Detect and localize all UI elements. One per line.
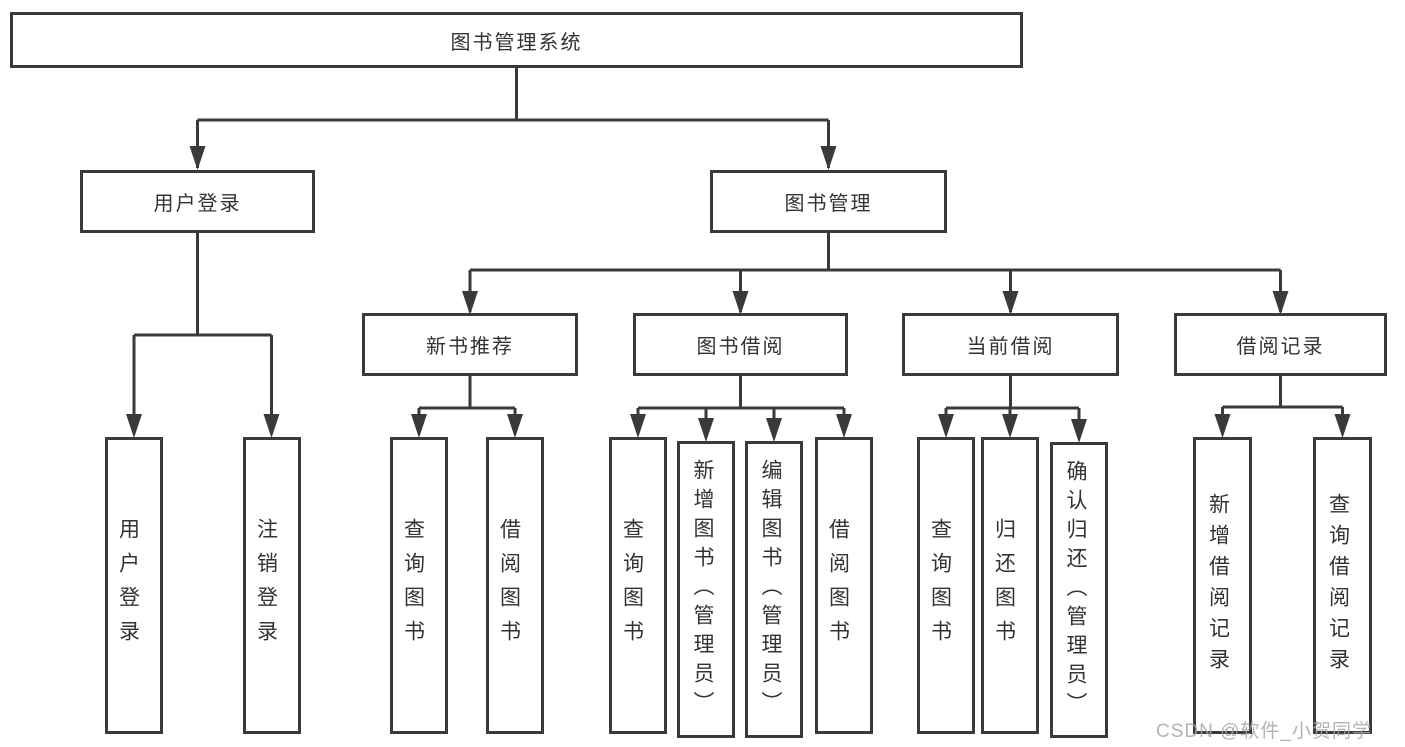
leaf-query-books-borrowing: 查询图书 [609,437,667,734]
tree-edges [132,68,1344,439]
arrow-down-icon [820,146,837,170]
arrow-down-icon [189,146,206,170]
node-label: 用户登录 [116,517,140,654]
leaf-add-borrow-record: 新增借阅记录 [1193,437,1252,734]
node-label: 新增图书（管理员） [691,459,714,720]
leaf-query-borrow-record: 查询借阅记录 [1313,437,1372,734]
node-label: 编辑图书（管理员） [759,459,782,720]
node-label: 图书管理系统 [450,31,583,54]
node-user-login: 用户登录 [80,170,315,233]
leaf-query-books-current: 查询图书 [917,437,975,734]
arrow-down-icon [698,418,714,442]
node-book-management: 图书管理 [710,170,947,233]
arrow-down-icon [938,414,954,438]
arrow-down-icon [836,414,852,438]
arrow-down-icon [732,291,749,315]
arrow-down-icon [507,414,523,438]
leaf-borrow-books-borrowing: 借阅图书 [815,437,873,734]
arrow-down-icon [1071,419,1087,443]
node-book-borrowing: 图书借阅 [633,313,848,376]
arrow-down-icon [766,418,782,442]
arrow-down-icon [263,414,280,438]
node-label: 新增借阅记录 [1206,492,1230,679]
node-label: 归还图书 [992,517,1016,654]
node-label: 借阅记录 [1236,336,1325,358]
node-label: 用户登录 [153,193,242,215]
arrow-down-icon [1334,414,1351,438]
leaf-confirm-return-admin: 确认归还（管理员） [1050,442,1108,738]
node-label: 借阅图书 [497,517,521,654]
leaf-user-login: 用户登录 [105,437,163,734]
node-label: 当前借阅 [966,336,1055,358]
node-label: 新书推荐 [426,336,514,358]
node-label: 查询图书 [620,517,644,654]
leaf-edit-books-admin: 编辑图书（管理员） [745,441,803,738]
arrow-down-icon [126,414,142,438]
arrow-down-icon [630,414,646,438]
node-label: 查询图书 [928,517,952,654]
leaf-return-books: 归还图书 [981,437,1039,734]
arrow-down-icon [1002,414,1018,438]
leaf-add-books-admin: 新增图书（管理员） [677,441,735,738]
node-current-borrowing: 当前借阅 [902,313,1119,376]
arrow-down-icon [1002,291,1019,315]
node-label: 查询借阅记录 [1326,492,1350,679]
leaf-query-books-recommend: 查询图书 [390,437,448,734]
arrow-down-icon [462,291,478,315]
leaf-borrow-books-recommend: 借阅图书 [486,437,544,734]
node-label: 注销登录 [254,517,278,654]
arrowheads [126,146,1351,443]
node-label: 图书管理 [784,193,873,215]
leaf-logout-login: 注销登录 [243,437,301,734]
arrow-down-icon [1214,414,1231,438]
node-label: 借阅图书 [826,517,850,654]
node-library-management-system: 图书管理系统 [10,12,1023,68]
node-new-book-recommend: 新书推荐 [362,313,578,376]
arrow-down-icon [411,414,427,438]
node-label: 确认归还（管理员） [1064,459,1087,721]
node-borrowing-records: 借阅记录 [1174,313,1387,376]
watermark: CSDN @软件_小贺同学 [1156,721,1372,742]
arrow-down-icon [1272,291,1289,315]
node-label: 查询图书 [401,517,425,654]
node-label: 图书借阅 [696,336,785,358]
